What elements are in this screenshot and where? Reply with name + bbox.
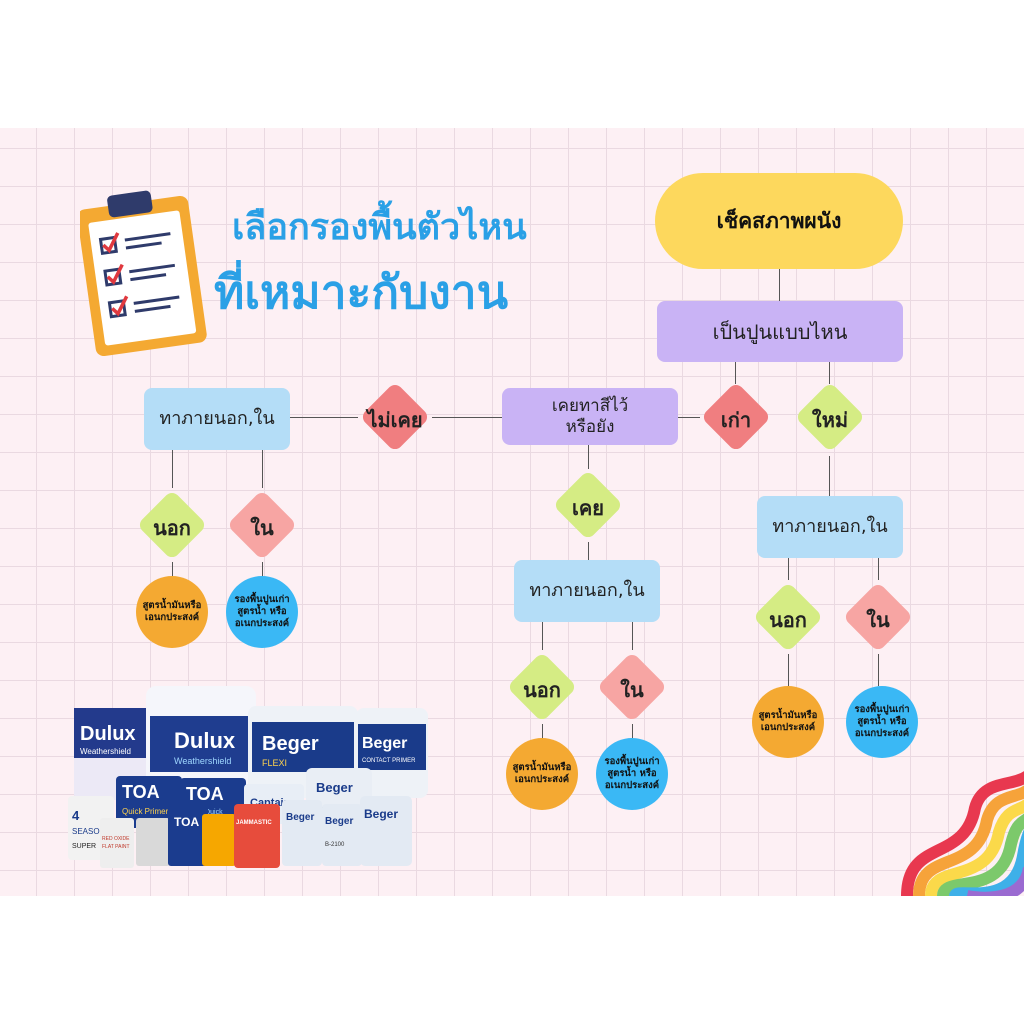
connector <box>290 417 358 418</box>
clipboard-checklist-icon <box>80 190 207 356</box>
label-never: ไม่เคย <box>367 408 423 432</box>
connector <box>172 450 173 488</box>
svg-text:Weathershield: Weathershield <box>174 756 231 766</box>
svg-text:SEASONS: SEASONS <box>72 827 111 836</box>
svg-text:Beger: Beger <box>316 780 353 795</box>
connector <box>735 362 736 384</box>
connector <box>632 724 633 738</box>
connector <box>829 456 830 496</box>
location-box-left: ทาภายนอก,ใน <box>144 388 290 450</box>
result-water-right: รองพื้นปูนเก่า สูตรน้ำ หรือ อเนกประสงค์ <box>846 686 918 758</box>
svg-text:Beger: Beger <box>325 816 353 827</box>
svg-text:Beger: Beger <box>362 735 407 752</box>
location-box-right: ทาภายนอก,ใน <box>757 496 903 558</box>
svg-text:4: 4 <box>72 808 80 823</box>
page-title-line1: เลือกรองพื้นตัวไหน <box>232 207 527 248</box>
result-oil-middle: สูตรน้ำมันหรือ เอนกประสงค์ <box>506 738 578 810</box>
connector <box>678 417 700 418</box>
svg-text:TOA: TOA <box>186 784 224 804</box>
connector <box>262 450 263 488</box>
connector <box>542 724 543 738</box>
svg-text:Dulux: Dulux <box>174 728 236 753</box>
label-new: ใหม่ <box>811 408 849 432</box>
svg-text:Weathershield: Weathershield <box>80 747 131 756</box>
connector <box>878 654 879 686</box>
result-oil-left: สูตรน้ำมันหรือ เอนกประสงค์ <box>136 576 208 648</box>
connector <box>779 269 780 301</box>
result-oil-right: สูตรน้ำมันหรือ เอนกประสงค์ <box>752 686 824 758</box>
connector <box>788 558 789 580</box>
svg-text:B-2100: B-2100 <box>325 842 345 848</box>
label-painted: เคย <box>572 496 604 520</box>
flowchart-canvas: เลือกรองพื้นตัวไหน ที่เหมาะกับงาน เช็คสภ… <box>0 128 1024 896</box>
label-old: เก่า <box>720 408 752 432</box>
label-inside-right: ใน <box>866 608 890 632</box>
question-wall-type: เป็นปูนแบบไหน <box>657 301 903 362</box>
connector <box>632 622 633 650</box>
svg-text:FLEXI: FLEXI <box>262 758 287 768</box>
svg-text:RED OXIDE: RED OXIDE <box>102 836 130 842</box>
connector <box>878 558 879 580</box>
connector <box>542 622 543 650</box>
connector <box>432 417 502 418</box>
label-outside-middle: นอก <box>523 678 561 702</box>
svg-text:Beger: Beger <box>262 733 319 755</box>
label-outside-right: นอก <box>769 608 807 632</box>
svg-text:TOA: TOA <box>174 815 199 829</box>
svg-text:CONTACT PRIMER: CONTACT PRIMER <box>362 758 416 764</box>
svg-text:Dulux: Dulux <box>80 723 136 745</box>
result-water-left: รองพื้นปูนเก่า สูตรน้ำ หรือ อเนกประสงค์ <box>226 576 298 648</box>
svg-text:SUPER: SUPER <box>72 843 96 850</box>
svg-text:FLAT PAINT: FLAT PAINT <box>102 844 130 850</box>
start-check-wall: เช็คสภาพผนัง <box>655 173 903 269</box>
result-water-middle: รองพื้นปูนเก่า สูตรน้ำ หรือ อเนกประสงค์ <box>596 738 668 810</box>
paint-buckets-illustration: Dulux Weathershield Dulux Weathershield … <box>68 686 428 868</box>
connector <box>172 562 173 576</box>
connector <box>829 362 830 384</box>
svg-text:Beger: Beger <box>364 807 398 821</box>
connector <box>588 542 589 560</box>
svg-text:Beger: Beger <box>286 812 314 823</box>
location-box-middle: ทาภายนอก,ใน <box>514 560 660 622</box>
page-title-line2: ที่เหมาะกับงาน <box>214 265 509 319</box>
svg-text:Quick Primer: Quick Primer <box>122 807 169 816</box>
svg-text:TOA: TOA <box>122 782 160 802</box>
connector <box>262 562 263 576</box>
label-outside-left: นอก <box>153 516 191 540</box>
label-inside-middle: ใน <box>620 678 644 702</box>
question-painted: เคยทาสีไว้ หรือยัง <box>502 388 678 445</box>
connector <box>788 654 789 686</box>
svg-text:JAMMASTIC: JAMMASTIC <box>236 820 272 826</box>
connector <box>588 445 589 469</box>
rainbow-wave-decoration <box>901 770 1024 896</box>
label-inside-left: ใน <box>250 516 274 540</box>
